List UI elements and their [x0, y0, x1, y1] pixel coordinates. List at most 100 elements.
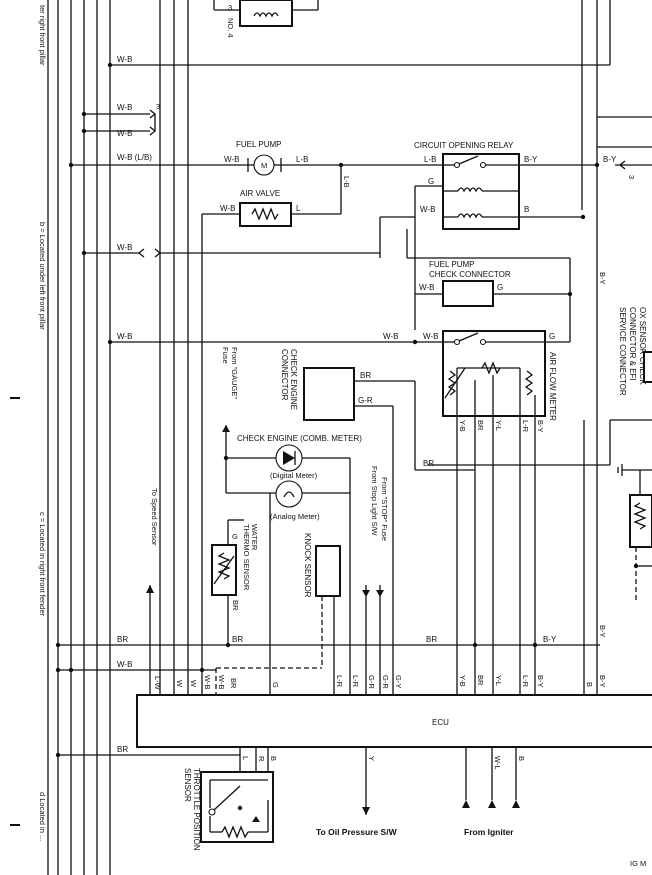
ox-sensor-connector [643, 351, 652, 383]
svg-text:G: G [549, 332, 555, 341]
svg-text:G: G [271, 682, 280, 688]
svg-text:BR: BR [426, 635, 437, 644]
svg-text:W: W [189, 680, 198, 688]
svg-text:THROTTLE POSITION: THROTTLE POSITION [192, 768, 201, 851]
svg-text:W-B: W-B [220, 204, 235, 213]
svg-text:B: B [517, 756, 526, 761]
ecu-top-pin-labels: L-W W W W-B W-B BR G L-R L-R G-R G-R G-Y… [153, 675, 607, 691]
svg-text:L: L [296, 204, 301, 213]
svg-text:B: B [524, 205, 529, 214]
svg-text:BR: BR [476, 420, 485, 431]
svg-text:W-B: W-B [117, 243, 132, 252]
svg-text:Y-L: Y-L [494, 420, 503, 431]
svg-text:KNOCK SENSOR: KNOCK SENSOR [303, 533, 312, 598]
svg-text:BR: BR [360, 371, 371, 380]
svg-text:L-B: L-B [424, 155, 436, 164]
svg-text:SENSOR: SENSOR [183, 768, 192, 802]
svg-text:(Digital Meter): (Digital Meter) [270, 471, 318, 480]
check-engine-connector [303, 367, 355, 421]
svg-text:L-R: L-R [351, 675, 360, 688]
svg-text:R: R [257, 756, 266, 762]
svg-text:G-R: G-R [358, 396, 373, 405]
svg-text:OX SENSOR CHECK: OX SENSOR CHECK [638, 307, 647, 385]
svg-text:L-B: L-B [342, 176, 351, 188]
svg-text:3: 3 [228, 3, 232, 12]
svg-text:G-R: G-R [367, 675, 376, 689]
check-engine-bulb-icon [275, 480, 303, 508]
svg-text:B-Y: B-Y [598, 675, 607, 688]
svg-text:L-R: L-R [521, 675, 530, 688]
svg-text:L-B: L-B [296, 155, 308, 164]
ecu-label: ECU [432, 718, 449, 727]
svg-text:CHECK CONNECTOR: CHECK CONNECTOR [429, 270, 511, 279]
svg-text:BR: BR [117, 745, 128, 754]
svg-text:G: G [497, 283, 503, 292]
svg-text:W-B: W-B [117, 332, 132, 341]
svg-text:B-Y: B-Y [543, 635, 557, 644]
svg-text:W-L: W-L [493, 756, 502, 770]
svg-text:B: B [585, 682, 594, 687]
svg-text:W-B: W-B [117, 129, 132, 138]
svg-text:M: M [261, 161, 267, 170]
margin-note-b: b = Located under left front pillar [38, 222, 47, 330]
svg-text:B-Y: B-Y [598, 625, 607, 638]
svg-text:W-B: W-B [203, 675, 212, 689]
svg-text:W-B: W-B [224, 155, 239, 164]
air-flow-meter-label: AIR FLOW METER [548, 352, 557, 421]
svg-text:B-Y: B-Y [536, 420, 545, 433]
svg-text:Y-L: Y-L [494, 675, 503, 686]
svg-text:W-B: W-B [420, 205, 435, 214]
fuel-pump-label: FUEL PUMP [236, 140, 282, 149]
svg-text:3: 3 [627, 175, 636, 179]
svg-text:W-B: W-B [117, 660, 132, 669]
svg-text:BR: BR [231, 600, 240, 611]
svg-text:G: G [428, 177, 434, 186]
svg-text:Y: Y [367, 756, 376, 761]
svg-text:W-B (L/B): W-B (L/B) [117, 153, 152, 162]
svg-text:B-Y: B-Y [603, 155, 617, 164]
svg-text:CONNECTOR: CONNECTOR [280, 349, 289, 401]
margin-note-d: d Located in ... [38, 792, 47, 841]
svg-text:B-Y: B-Y [536, 675, 545, 688]
svg-text:From "GAUGE": From "GAUGE" [230, 347, 239, 399]
svg-text:3: 3 [156, 102, 160, 111]
svg-text:IG M: IG M [630, 859, 646, 868]
svg-text:FUEL PUMP: FUEL PUMP [429, 260, 475, 269]
svg-text:B-Y: B-Y [598, 272, 607, 285]
ecu-box [136, 694, 652, 748]
relay-no4-label: NO. 4 [226, 18, 235, 38]
svg-text:W-B: W-B [117, 55, 132, 64]
svg-text:W-B: W-B [117, 103, 132, 112]
svg-text:From Stop Light S/W: From Stop Light S/W [370, 466, 379, 537]
to-oil-pressure-label: To Oil Pressure S/W [316, 827, 398, 837]
svg-text:BR: BR [476, 675, 485, 686]
knock-sensor [315, 545, 341, 597]
from-igniter-label: From Igniter [464, 827, 514, 837]
relay-no4: 3 NO. 4 [213, 0, 319, 38]
svg-text:L-R: L-R [335, 675, 344, 688]
svg-text:SERVICE CONNECTOR: SERVICE CONNECTOR [618, 307, 627, 396]
svg-text:L-W: L-W [153, 676, 162, 691]
svg-text:BR: BR [232, 635, 243, 644]
svg-text:B-Y: B-Y [524, 155, 538, 164]
right-sensor [629, 494, 652, 548]
check-engine-lamp-label: CHECK ENGINE (COMB. METER) [237, 434, 362, 443]
svg-text:BR: BR [229, 678, 238, 689]
margin-note-top: ter right front pillar [38, 5, 47, 66]
svg-text:W: W [175, 680, 184, 688]
svg-text:BR: BR [423, 459, 434, 468]
fuel-pump-check-connector [442, 280, 494, 307]
svg-text:G-Y: G-Y [394, 675, 403, 688]
svg-text:BR: BR [117, 635, 128, 644]
svg-text:L-R: L-R [521, 420, 530, 433]
left-bus-lines [57, 0, 189, 875]
air-flow-meter [442, 330, 546, 417]
svg-text:CONNECTOR & EFI: CONNECTOR & EFI [628, 307, 637, 381]
svg-text:Fuse: Fuse [221, 347, 230, 364]
throttle-position-sensor [200, 771, 274, 843]
svg-text:From "STOP" Fuse: From "STOP" Fuse [380, 477, 389, 541]
svg-text:W-B: W-B [423, 332, 438, 341]
svg-text:Y-B: Y-B [458, 675, 467, 687]
svg-text:(Analog Meter): (Analog Meter) [270, 512, 320, 521]
